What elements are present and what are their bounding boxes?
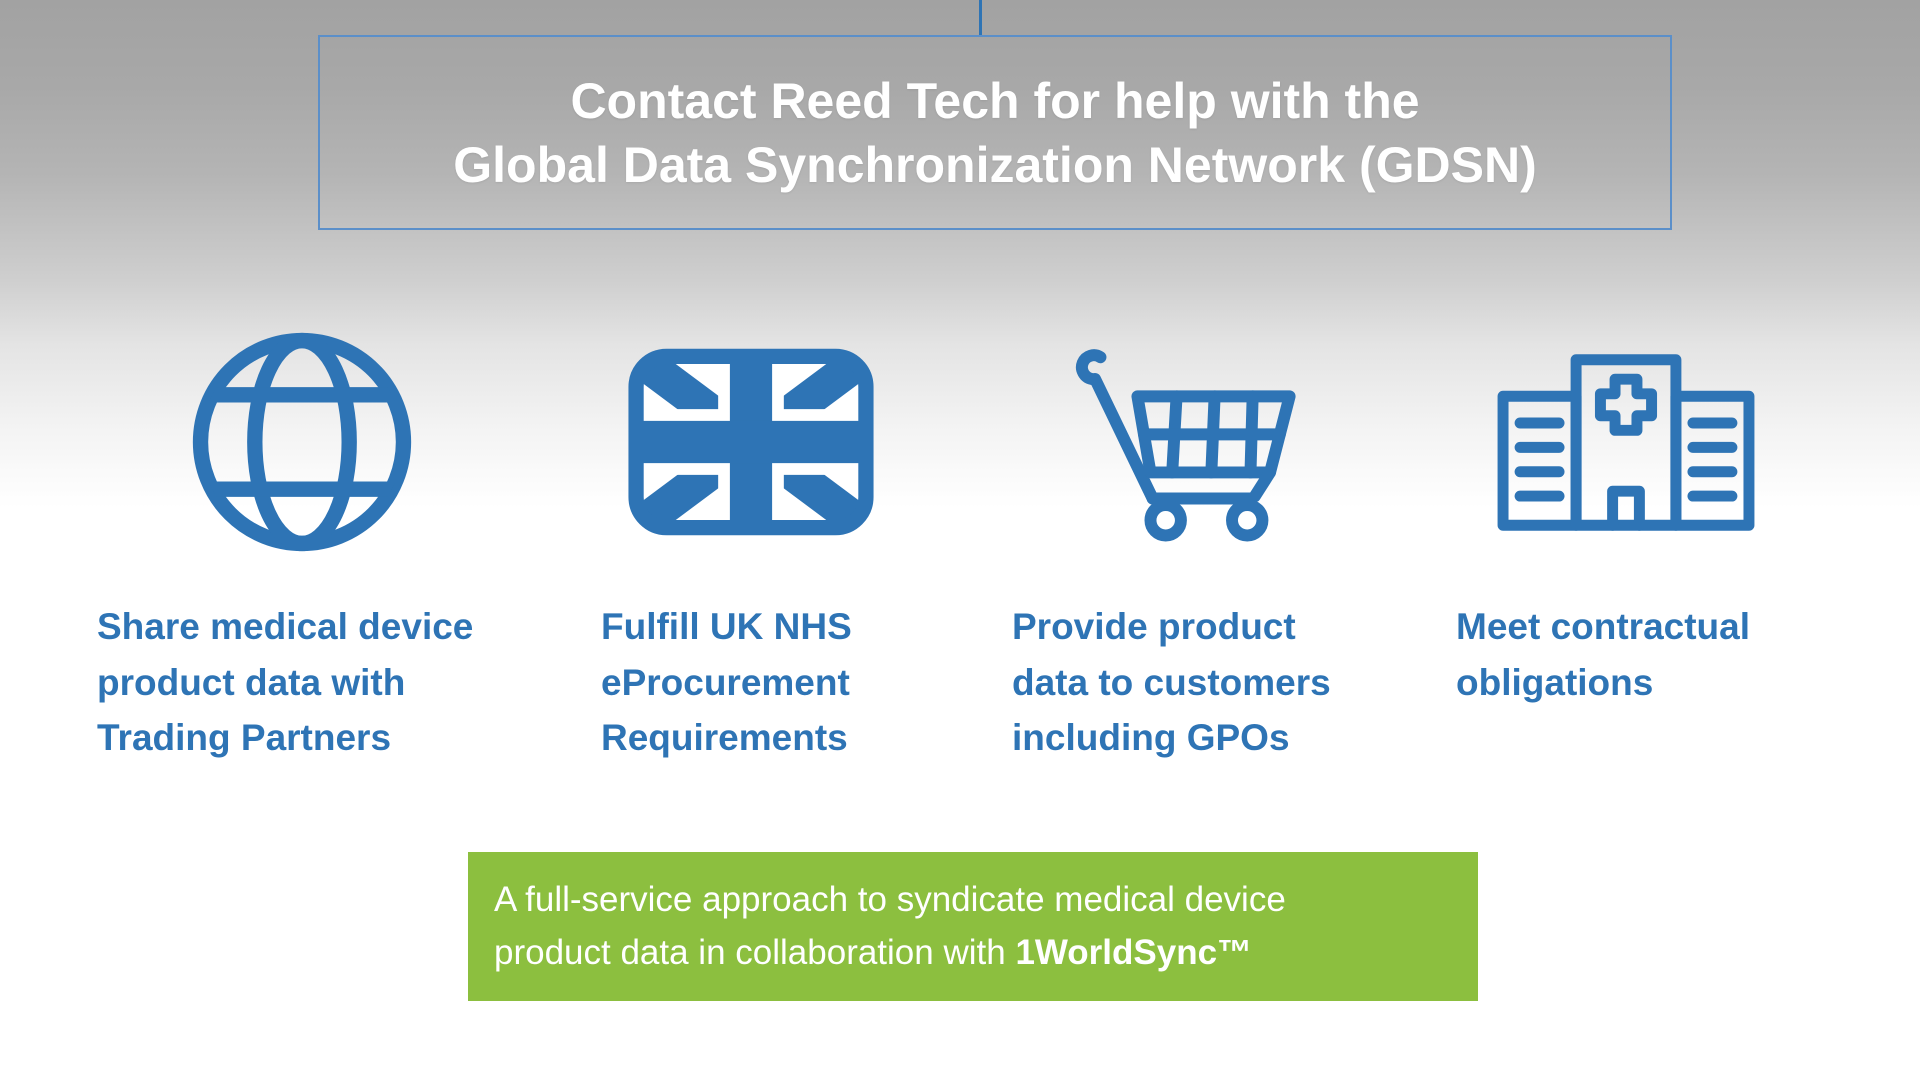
feature-share-data: Share medical device product data with T…	[97, 317, 507, 766]
hospital-icon	[1456, 317, 1796, 567]
feature-row: Share medical device product data with T…	[0, 317, 1920, 787]
caption-line: Fulfill UK NHS	[601, 606, 852, 647]
caption-line: Requirements	[601, 717, 848, 758]
globe-icon	[97, 317, 507, 567]
banner: A full-service approach to syndicate med…	[468, 852, 1478, 1001]
header-title-line1: Contact Reed Tech for help with the	[570, 72, 1420, 129]
header-box: Contact Reed Tech for help with the Glob…	[318, 35, 1672, 230]
feature-uk-nhs: Fulfill UK NHS eProcurement Requirements	[601, 317, 901, 766]
caption-line: Share medical device	[97, 606, 474, 647]
shopping-cart-icon	[1012, 317, 1352, 567]
feature-caption: Share medical device product data with T…	[97, 599, 507, 766]
caption-line: data to customers	[1012, 661, 1331, 703]
banner-line1: A full-service approach to syndicate med…	[494, 880, 1286, 919]
caption-line: Meet contractual	[1456, 606, 1751, 647]
header-title-line2: Global Data Synchronization Network (GDS…	[453, 136, 1537, 193]
caption-line: including GPOs	[1012, 717, 1290, 758]
caption-line: Provide product	[1012, 606, 1296, 647]
feature-contractual: Meet contractual obligations	[1456, 317, 1796, 710]
caption-line: obligations	[1456, 661, 1654, 703]
connector-line	[979, 0, 982, 37]
caption-line: Trading Partners	[97, 717, 392, 758]
banner-brand: 1WorldSync™	[1015, 932, 1253, 972]
caption-line: eProcurement	[601, 661, 850, 703]
feature-product-data: Provide product data to customers includ…	[1012, 317, 1352, 766]
banner-line2: product data in collaboration with 1Worl…	[494, 927, 1452, 980]
caption-line: product data with	[97, 661, 406, 703]
uk-flag-icon	[601, 317, 901, 567]
feature-caption: Fulfill UK NHS eProcurement Requirements	[601, 599, 901, 766]
feature-caption: Provide product data to customers includ…	[1012, 599, 1352, 766]
banner-line2-prefix: product data in collaboration with	[494, 932, 1016, 972]
feature-caption: Meet contractual obligations	[1456, 599, 1796, 710]
